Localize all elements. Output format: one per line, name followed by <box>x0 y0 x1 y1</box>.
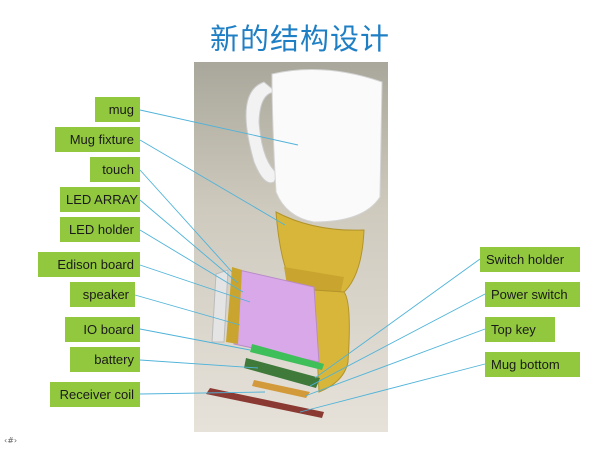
receiver-coil-shape <box>252 380 310 398</box>
label-top-key: Top key <box>485 317 555 342</box>
leader-line-touch <box>139 169 233 273</box>
mug-shape <box>245 69 383 223</box>
label-speaker: speaker <box>70 282 135 307</box>
leader-line-mug-fixture <box>139 139 286 226</box>
label-mug-fixture: Mug fixture <box>55 127 140 152</box>
slide-number: ‹#› <box>4 436 18 445</box>
label-io-board: IO board <box>65 317 140 342</box>
leader-line-switch-holder <box>314 258 481 379</box>
label-mug: mug <box>95 97 140 122</box>
label-switch-holder: Switch holder <box>480 247 580 272</box>
label-touch: touch <box>90 157 140 182</box>
label-mug-bottom: Mug bottom <box>485 352 580 377</box>
leader-line-io-board <box>139 328 251 351</box>
label-led-array: LED ARRAY <box>60 187 140 212</box>
leader-line-speaker <box>134 294 241 326</box>
label-power-switch: Power switch <box>485 282 580 307</box>
leader-line-edison-board <box>139 264 251 303</box>
mug-exploded-render <box>194 62 388 432</box>
battery-shape <box>244 358 320 388</box>
leader-line-led-holder <box>139 229 244 293</box>
mug-render-illustration <box>206 69 383 418</box>
leader-line-battery <box>139 359 259 369</box>
leader-line-receiver-coil <box>139 391 266 395</box>
label-edison-board: Edison board <box>38 252 140 277</box>
label-battery: battery <box>70 347 140 372</box>
mug-fixture-shape <box>275 211 365 300</box>
leader-line-mug-bottom <box>299 363 486 413</box>
leader-line-power-switch <box>309 293 486 387</box>
leader-line-led-array <box>139 199 239 284</box>
label-led-holder: LED holder <box>60 217 140 242</box>
slide-title: 新的结构设计 <box>209 22 390 56</box>
leader-line-mug <box>139 109 299 146</box>
leader-line-top-key <box>304 328 486 397</box>
label-receiver-coil: Receiver coil <box>50 382 140 407</box>
mug-bottom-shape <box>206 388 324 418</box>
io-board-shape <box>250 344 324 370</box>
